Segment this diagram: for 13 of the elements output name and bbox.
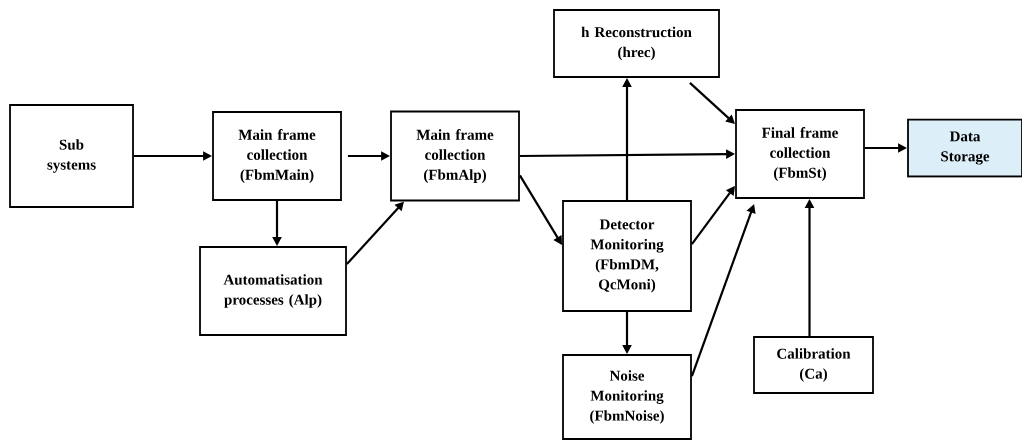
process-box: Final frame collection (FbmSt) <box>735 109 865 199</box>
arrow <box>691 186 735 245</box>
process-box: Main frame collection (FbmAlp) <box>390 110 520 202</box>
process-box: h Reconstruction (hrec) <box>553 9 720 78</box>
process-box: Automatisation processes (Alp) <box>199 246 347 336</box>
arrow <box>518 174 562 245</box>
process-box: Detector Monitoring (FbmDM, QcMoni) <box>562 200 692 312</box>
process-box: Data Storage <box>907 118 1022 178</box>
arrow <box>689 82 735 124</box>
process-box: Sub systems <box>9 104 134 208</box>
process-box: Noise Monitoring (FbmNoise) <box>562 354 692 440</box>
process-box: Calibration (Ca) <box>753 336 874 394</box>
process-box: Main frame collection (FbmMain) <box>212 111 342 201</box>
